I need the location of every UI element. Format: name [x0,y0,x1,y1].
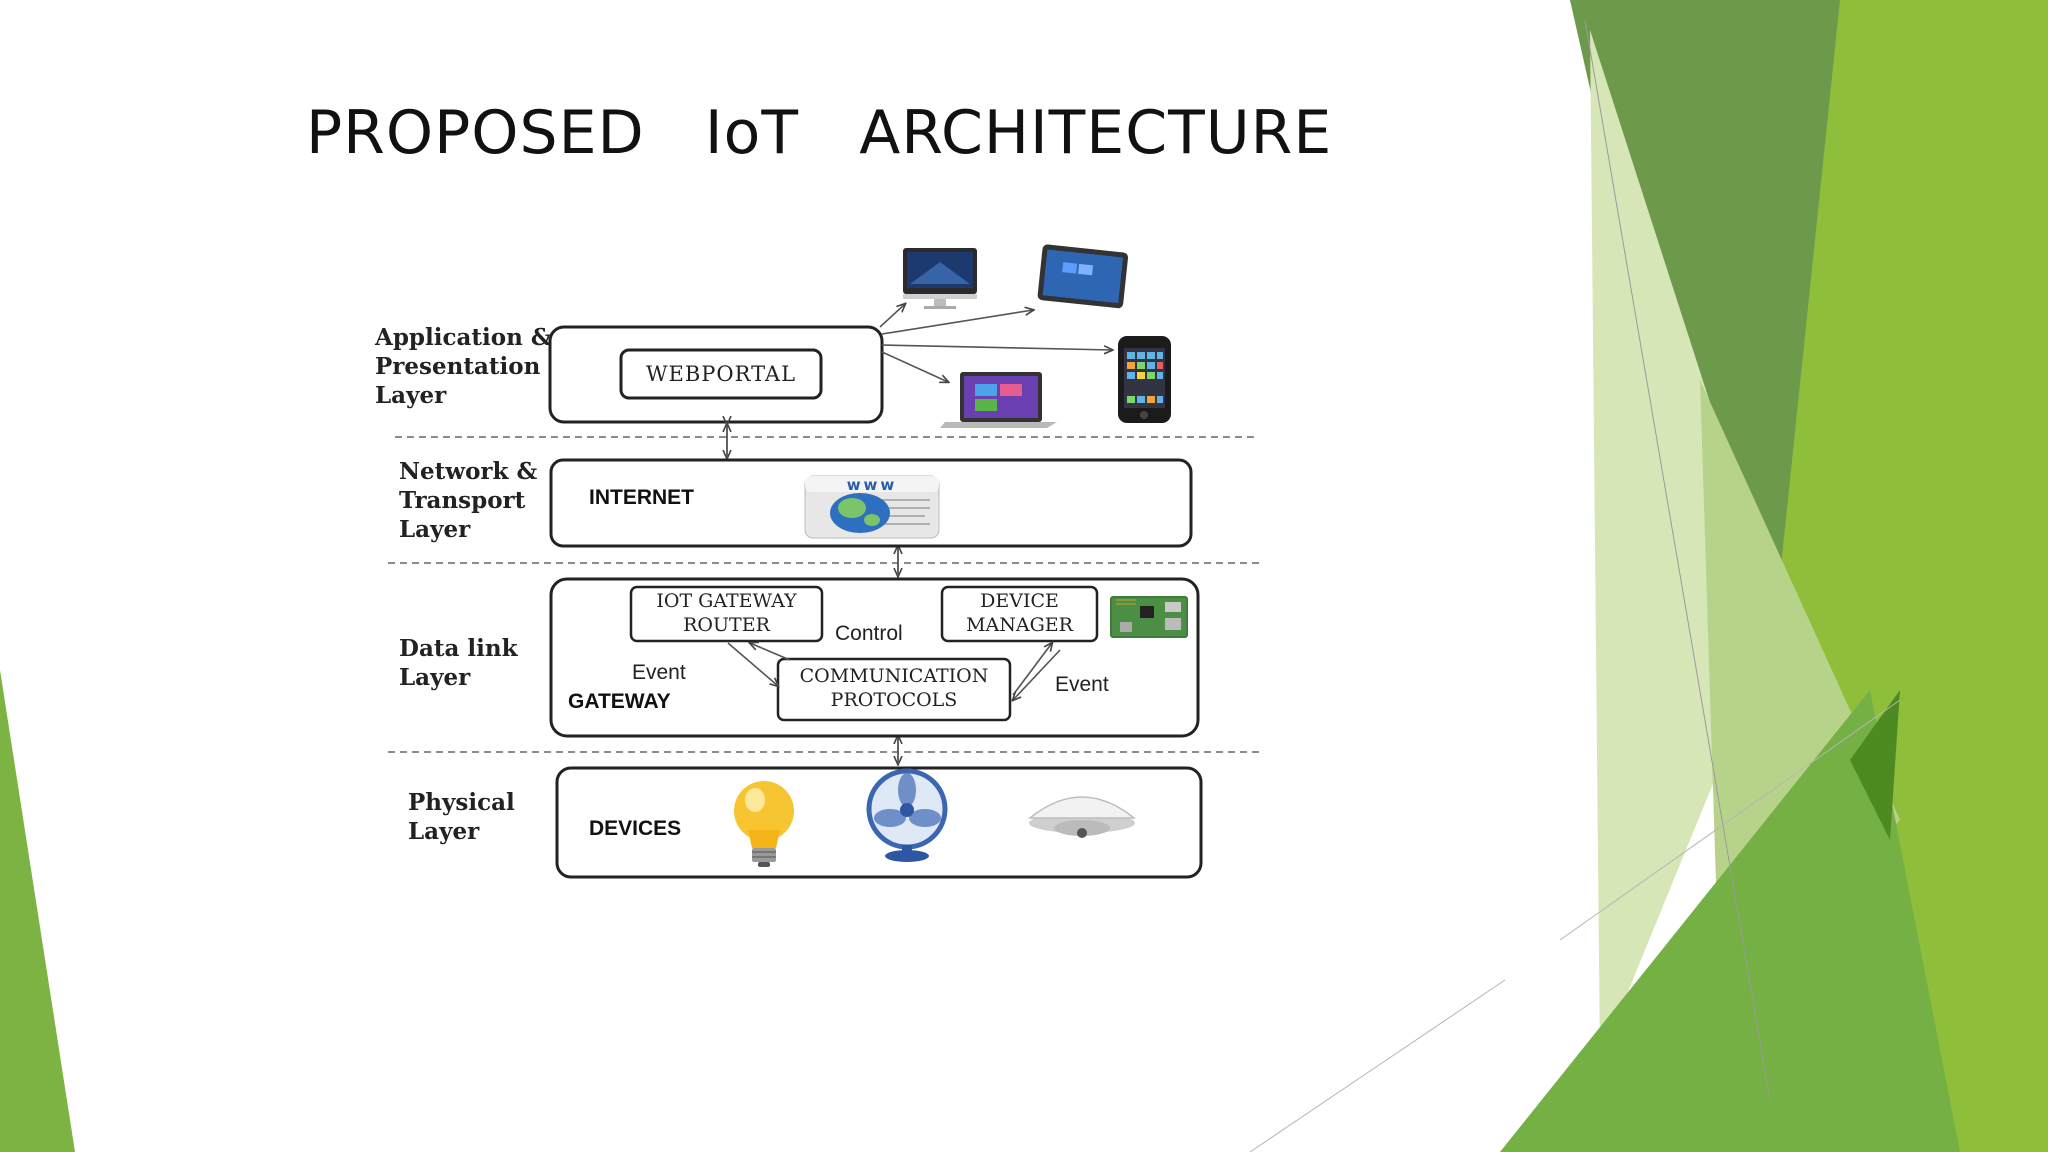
iot-gateway-router-box [629,585,824,643]
devices-label: DEVICES [589,817,682,840]
gateway-internal-arrows [727,643,1061,700]
smartphone-icon [1118,336,1171,423]
right-darker-accent [1850,690,1900,840]
circuit-board-icon [1110,596,1188,638]
iot-gateway-router-label: IOT GATEWAY ROUTER [656,590,797,636]
device-manager-label: DEVICE MANAGER [966,590,1073,636]
gateway-label: GATEWAY [568,690,671,713]
right-light-green-wedge [1590,30,1780,1060]
event-right-label: Event [1055,673,1109,696]
slide-title: PROPOSED IoT ARCHITECTURE [306,98,1333,168]
network-layer-label: Network & Transport Layer [399,458,538,543]
communication-protocols-label: COMMUNICATION PROTOCOLS [799,665,989,711]
tablet-icon [1037,244,1129,309]
physical-layer-label: Physical Layer [408,789,515,845]
light-bulb-icon [734,781,794,867]
internet-label: INTERNET [589,486,694,509]
desktop-computer-icon [903,248,977,309]
left-green-wedge [0,670,75,1152]
www-icon: www [804,475,940,539]
application-layer-label: Application & Presentation Layer [375,324,552,409]
webportal-box [619,348,823,400]
datalink-layer-label: Data link Layer [399,635,518,691]
svg-text:www: www [847,476,898,494]
laptop-icon [940,372,1057,428]
event-left-label: Event [632,661,686,684]
device-arrows [879,304,1112,382]
control-label: Control [835,622,903,645]
layer-separators [388,436,1262,753]
smoke-detector-icon [1027,796,1137,838]
fan-icon [866,768,948,862]
right-lower-green-panel [1500,690,1960,1152]
device-manager-box [940,585,1099,643]
webportal-label: WEBPORTAL [645,362,797,386]
communication-protocols-box [776,657,1012,722]
